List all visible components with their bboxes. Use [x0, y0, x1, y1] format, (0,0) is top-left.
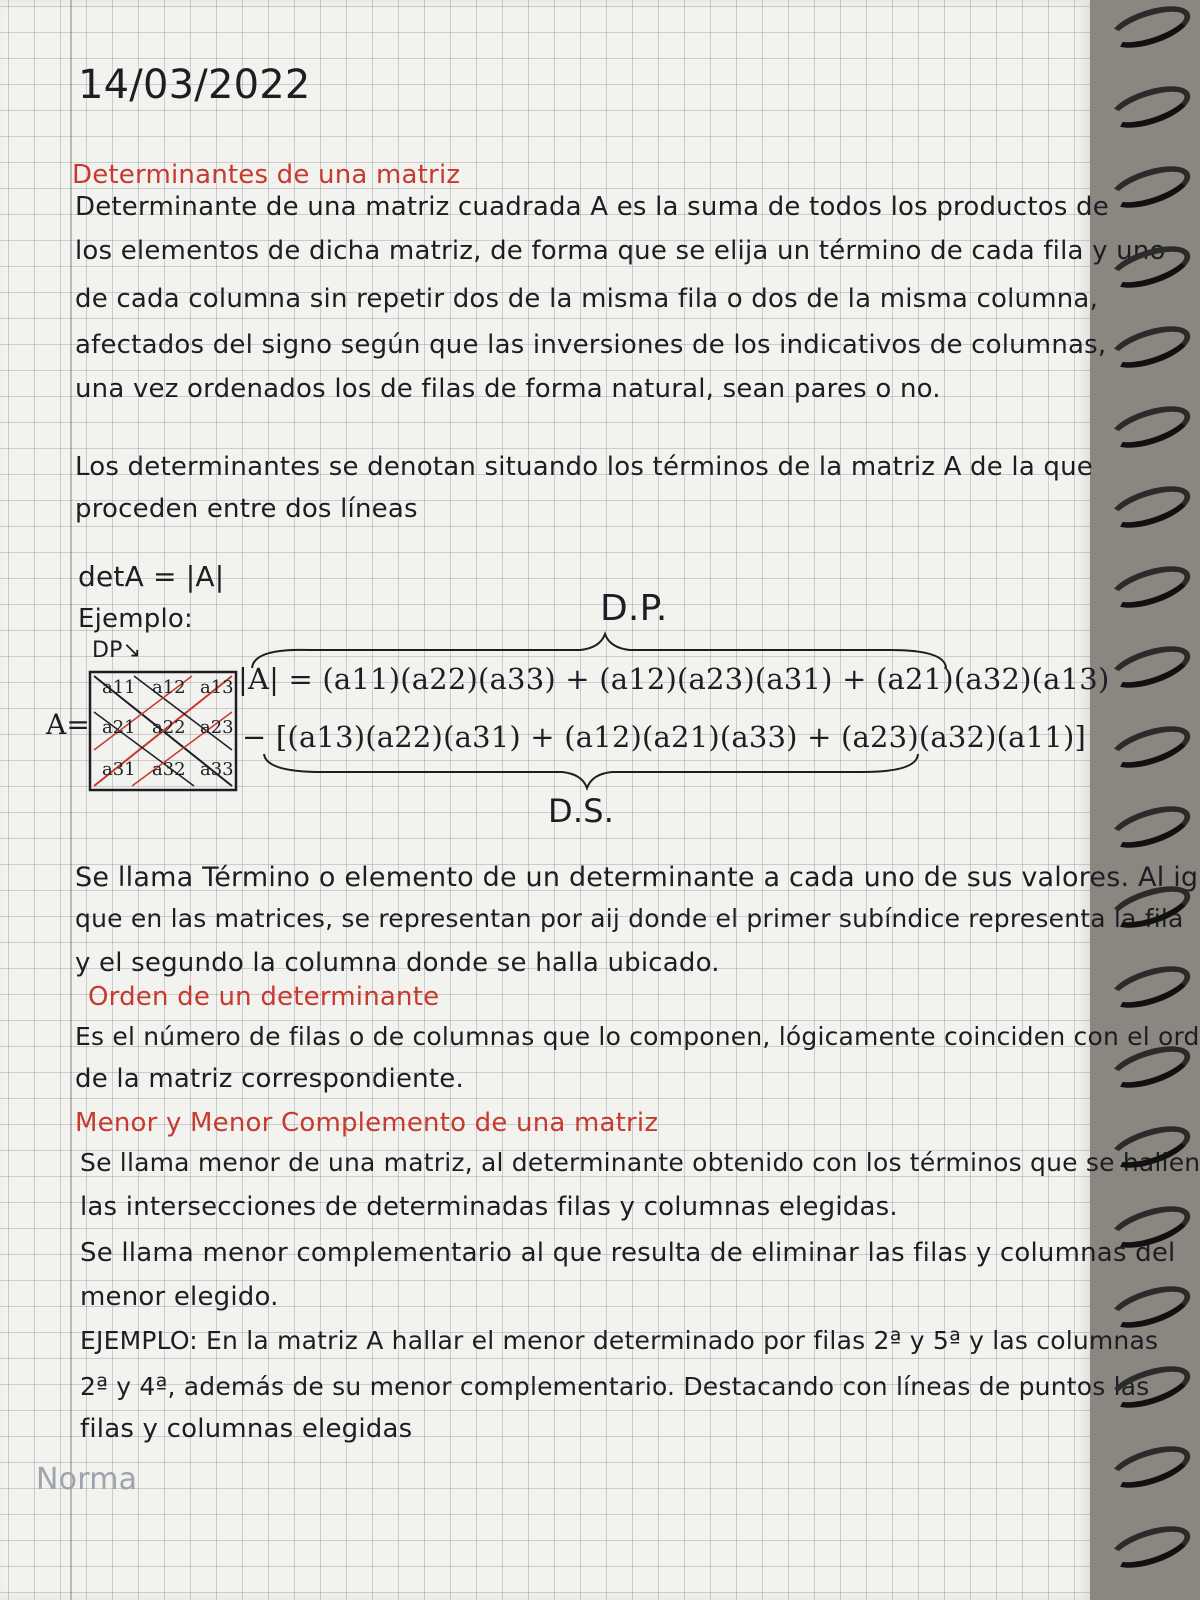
- margin-line: [70, 0, 72, 1600]
- matrix-grid: [88, 670, 238, 792]
- paragraph-line: menor elegido.: [80, 1282, 279, 1312]
- matrix-cell: a11: [102, 677, 136, 698]
- spiral-ring: [1104, 477, 1196, 537]
- paragraph-line: de cada columna sin repetir dos de la mi…: [75, 284, 1099, 314]
- paragraph-line: filas y columnas elegidas: [80, 1414, 413, 1444]
- spiral-ring: [1104, 637, 1196, 697]
- spiral-ring: [1104, 237, 1196, 297]
- formula-line-negative: − [(a13)(a22)(a31) + (a12)(a21)(a33) + (…: [242, 720, 1086, 754]
- matrix-cell: a13: [200, 677, 234, 698]
- section-title-orden: Orden de un determinante: [88, 982, 440, 1012]
- paragraph-line: los elementos de dicha matriz, de forma …: [75, 236, 1166, 266]
- formula-line-positive: |A| = (a11)(a22)(a33) + (a12)(a23)(a31) …: [238, 662, 1110, 696]
- spiral-ring: [1104, 957, 1196, 1017]
- dp-arrow-label: DP↘: [92, 638, 142, 663]
- paragraph-line: 2ª y 4ª, además de su menor complementar…: [80, 1372, 1150, 1401]
- spiral-ring: [1104, 797, 1196, 857]
- paragraph-line: las intersecciones de determinadas filas…: [80, 1192, 898, 1222]
- spiral-ring: [1104, 77, 1196, 137]
- spiral-ring: [1104, 1517, 1196, 1577]
- ds-label: D.S.: [548, 792, 615, 830]
- matrix-cell: a31: [102, 759, 136, 780]
- spiral-ring: [1104, 1357, 1196, 1417]
- paragraph-line: afectados del signo según que las invers…: [75, 330, 1107, 360]
- page-date: 14/03/2022: [78, 62, 311, 108]
- spiral-ring: [1104, 717, 1196, 777]
- paragraph-line: Se llama Término o elemento de un determ…: [75, 862, 1200, 893]
- matrix-cell: a23: [200, 717, 234, 738]
- matrix-cell: a32: [152, 759, 186, 780]
- spiral-ring: [1104, 1117, 1196, 1177]
- spiral-ring: [1104, 1037, 1196, 1097]
- spiral-ring: [1104, 157, 1196, 217]
- spiral-ring: [1104, 1277, 1196, 1337]
- dp-label: D.P.: [600, 588, 668, 629]
- paragraph-line: proceden entre dos líneas: [75, 494, 418, 524]
- paragraph-line: una vez ordenados los de filas de forma …: [75, 374, 941, 404]
- paragraph-line: Se llama menor de una matriz, al determi…: [80, 1148, 1200, 1177]
- spiral-ring: [1104, 877, 1196, 937]
- matrix-cell: a33: [200, 759, 234, 780]
- spiral-ring: [1104, 0, 1196, 57]
- dp-brace: [251, 631, 947, 669]
- paragraph-line: EJEMPLO: En la matriz A hallar el menor …: [80, 1326, 1159, 1355]
- spiral-ring: [1104, 1197, 1196, 1257]
- spiral-ring: [1104, 397, 1196, 457]
- section-title-determinantes: Determinantes de una matriz: [72, 160, 461, 190]
- det-notation: detA = |A|: [78, 560, 225, 593]
- spiral-ring: [1104, 1437, 1196, 1497]
- spiral-ring: [1104, 557, 1196, 617]
- matrix-a: a11 a12 a13 a21 a22 a23 a31 a32 a33: [92, 673, 237, 788]
- paragraph-line: que en las matrices, se representan por …: [75, 904, 1184, 933]
- ds-brace: [263, 753, 919, 791]
- paragraph-line: y el segundo la columna donde se halla u…: [75, 948, 720, 978]
- matrix-cell: a21: [102, 717, 136, 738]
- example-label: Ejemplo:: [78, 604, 193, 634]
- paragraph-line: Es el número de filas o de columnas que …: [75, 1022, 1200, 1051]
- section-title-menor: Menor y Menor Complemento de una matriz: [75, 1108, 659, 1138]
- paragraph-line: Determinante de una matriz cuadrada A es…: [75, 192, 1109, 222]
- paragraph-line: Se llama menor complementario al que res…: [80, 1238, 1176, 1268]
- spiral-ring: [1104, 317, 1196, 377]
- matrix-cell: a22: [152, 717, 186, 738]
- matrix-name: A=: [46, 708, 91, 741]
- brand-watermark: Norma: [36, 1462, 138, 1497]
- spiral-binding: [1090, 0, 1200, 1600]
- matrix-cell: a12: [152, 677, 186, 698]
- paragraph-line: Los determinantes se denotan situando lo…: [75, 452, 1093, 482]
- paragraph-line: de la matriz correspondiente.: [75, 1064, 464, 1094]
